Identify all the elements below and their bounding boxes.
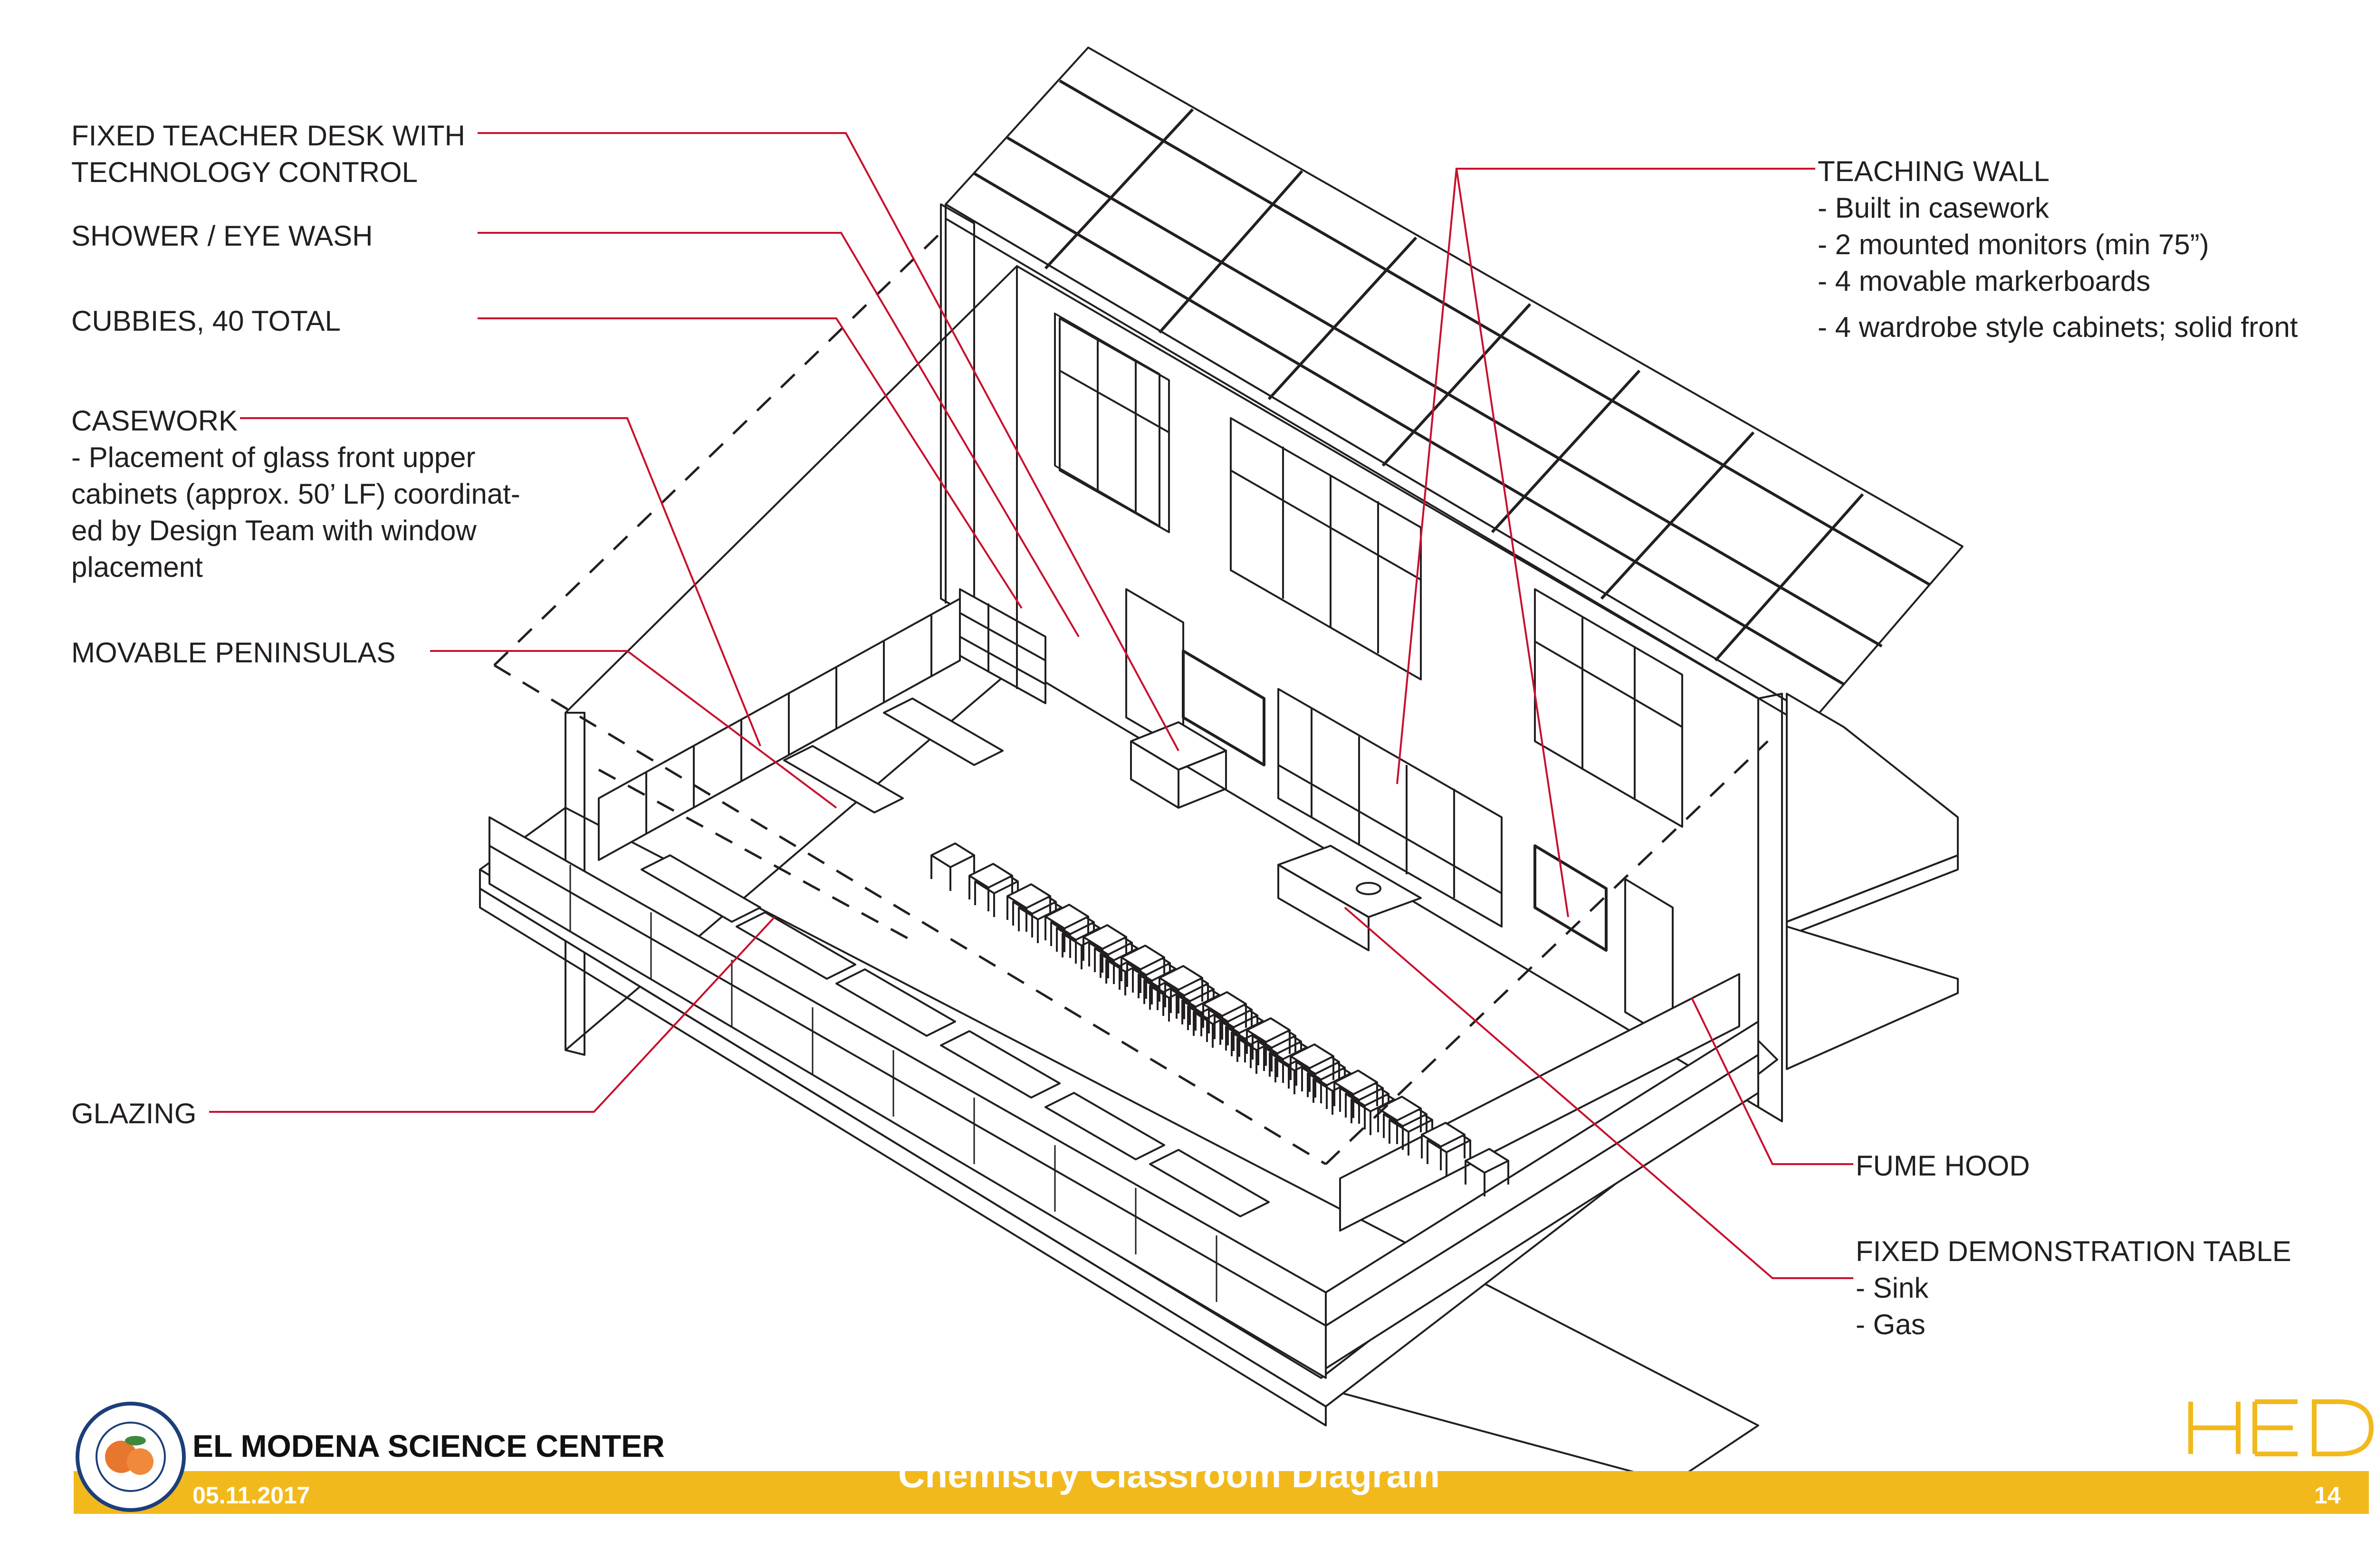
adjacent-corridor bbox=[1786, 693, 1959, 1070]
student-desk-legs bbox=[1333, 1082, 1378, 1118]
student-desk-legs bbox=[1159, 978, 1203, 1013]
roof-skylight-grid bbox=[945, 47, 1964, 733]
leader-teacher-desk bbox=[478, 132, 1179, 751]
leader-demo-table bbox=[1344, 907, 1853, 1279]
lab-bench bbox=[883, 698, 1004, 766]
lab-bench bbox=[783, 745, 904, 813]
sheet-title: Chemistry Classroom Diagram bbox=[898, 1453, 1440, 1495]
lab-bench bbox=[940, 1030, 1061, 1099]
label-teaching-wall: TEACHING WALL - Built in casework - 2 mo… bbox=[1818, 155, 2298, 343]
student-desk-rows bbox=[930, 842, 1509, 1196]
label-glazing: GLAZING bbox=[71, 1098, 197, 1129]
district-seal-icon bbox=[76, 1402, 186, 1512]
leader-peninsulas bbox=[430, 650, 837, 809]
leader-cubbies bbox=[478, 317, 1023, 609]
student-desk bbox=[930, 842, 975, 868]
label-demonstration-table: FIXED DEMONSTRATION TABLE - Sink - Gas bbox=[1856, 1235, 2291, 1340]
glazing-wall bbox=[489, 816, 1759, 1379]
student-desk-legs bbox=[1202, 1004, 1247, 1040]
lab-bench bbox=[835, 968, 956, 1037]
demonstration-table bbox=[1277, 845, 1422, 951]
room-outline-dashed bbox=[493, 227, 1769, 1166]
label-teacher-desk: FIXED TEACHER DESK WITH TECHNOLOGY CONTR… bbox=[71, 120, 465, 188]
student-desk-legs bbox=[1290, 1056, 1334, 1092]
lab-bench bbox=[1149, 1149, 1270, 1217]
student-desk-legs bbox=[1465, 1161, 1509, 1196]
label-cubbies: CUBBIES, 40 TOTAL bbox=[71, 305, 341, 337]
page-number: 14 bbox=[2314, 1482, 2341, 1509]
lab-bench bbox=[1044, 1092, 1165, 1160]
leader-lines bbox=[209, 132, 1853, 1279]
lab-bench bbox=[736, 911, 856, 980]
label-casework: CASEWORK - Placement of glass front uppe… bbox=[71, 405, 520, 583]
label-movable-peninsulas: MOVABLE PENINSULAS bbox=[71, 637, 396, 669]
hed-logo bbox=[2188, 1399, 2374, 1456]
leader-teaching-wall-2 bbox=[1456, 168, 1569, 918]
leader-fume-hood bbox=[1691, 997, 1853, 1165]
lab-bench bbox=[641, 854, 761, 923]
teacher-desk bbox=[1130, 721, 1227, 809]
student-desk-legs bbox=[1246, 1030, 1291, 1066]
document-date: 05.11.2017 bbox=[192, 1482, 310, 1509]
footer-band bbox=[74, 1471, 2369, 1514]
movable-peninsulas bbox=[641, 698, 1270, 1217]
leader-glazing bbox=[209, 916, 776, 1113]
leader-casework bbox=[240, 417, 761, 746]
label-fume-hood: FUME HOOD bbox=[1856, 1150, 2030, 1182]
student-desk-legs bbox=[1421, 1135, 1466, 1170]
school-name: EL MODENA SCIENCE CENTER bbox=[192, 1428, 665, 1463]
leader-shower bbox=[478, 232, 1080, 638]
floor-slab bbox=[479, 807, 1778, 1483]
label-shower-eye-wash: SHOWER / EYE WASH bbox=[71, 220, 373, 252]
